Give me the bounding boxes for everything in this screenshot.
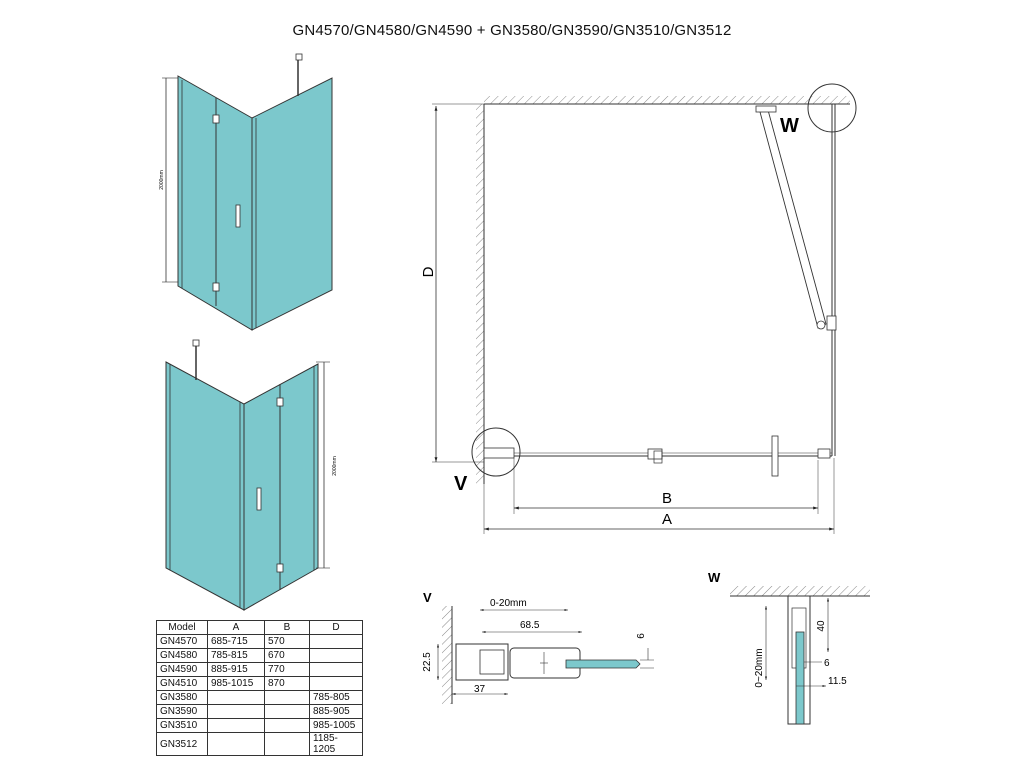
cell-d: 785-805 xyxy=(309,690,363,705)
cell-a: 985-1015 xyxy=(207,676,265,691)
dimension-a-label: A xyxy=(662,511,672,528)
glass-side-panel xyxy=(165,361,245,611)
cell-a xyxy=(207,690,265,705)
cell-b xyxy=(264,704,310,719)
cell-a xyxy=(207,732,265,756)
glass-edge xyxy=(795,631,805,725)
cell-b xyxy=(264,718,310,733)
cell-model: GN4580 xyxy=(156,648,208,663)
detail-v-title: V xyxy=(423,590,432,605)
cell-model: GN3512 xyxy=(156,732,208,756)
plan-view: D W V B A xyxy=(420,83,857,534)
header-b: B xyxy=(264,620,310,635)
cell-b: 570 xyxy=(264,634,310,649)
dim-v-225: 22.5 xyxy=(422,652,433,672)
dim-w-115: 11.5 xyxy=(828,676,847,687)
cell-d xyxy=(309,648,363,663)
dim-w-range: 0~20mm xyxy=(754,648,765,687)
glass-edge xyxy=(565,659,641,669)
dimension-d-label: D xyxy=(420,266,437,277)
glass-side-panel xyxy=(251,77,333,331)
page-title: GN4570/GN4580/GN4590 + GN3580/GN3590/GN3… xyxy=(292,22,732,39)
header-a: A xyxy=(207,620,265,635)
detail-circle-v xyxy=(471,427,521,477)
cell-model: GN3580 xyxy=(156,690,208,705)
isometric-view-top: 2000mm xyxy=(159,53,333,331)
hinge-icon xyxy=(212,282,220,292)
cell-model: GN4510 xyxy=(156,676,208,691)
cell-d xyxy=(309,662,363,677)
cell-model: GN3590 xyxy=(156,704,208,719)
cell-a: 685-715 xyxy=(207,634,265,649)
table-header-row: Model A B D xyxy=(156,620,363,635)
hinge-icon xyxy=(276,563,284,573)
cell-a: 785-815 xyxy=(207,648,265,663)
detail-w-title: W xyxy=(708,570,721,585)
height-label-top: 2000mm xyxy=(159,170,165,189)
detail-circle-w xyxy=(807,83,857,133)
cell-a xyxy=(207,718,265,733)
cell-a xyxy=(207,704,265,719)
detail-w-marker: W xyxy=(780,115,799,137)
cell-a: 885-915 xyxy=(207,662,265,677)
table-row: GN3590 885-905 xyxy=(156,704,363,719)
hinge-icon xyxy=(212,114,220,124)
dim-w-40: 40 xyxy=(816,620,827,632)
isometric-view-bottom: 2000mm xyxy=(165,339,338,611)
detail-v-marker: V xyxy=(454,473,468,495)
cell-b xyxy=(264,732,310,756)
dim-v-37: 37 xyxy=(474,684,486,695)
cell-b: 670 xyxy=(264,648,310,663)
dim-w-6: 6 xyxy=(824,658,830,669)
detail-w: W 40 0~20mm 6 11.5 xyxy=(708,570,870,725)
cell-b xyxy=(264,690,310,705)
height-label-bottom: 2000mm xyxy=(332,456,338,475)
table-row: GN3580 785-805 xyxy=(156,690,363,705)
cell-b: 870 xyxy=(264,676,310,691)
handle-icon xyxy=(235,204,241,228)
dim-v-685: 68.5 xyxy=(520,620,540,631)
cell-d xyxy=(309,676,363,691)
cell-d xyxy=(309,634,363,649)
cell-d: 985-1005 xyxy=(309,718,363,733)
glass-door-panel xyxy=(177,75,253,331)
dim-v-range: 0-20mm xyxy=(490,598,527,609)
table-row: GN3512 1185-1205 xyxy=(156,732,363,756)
hinge-icon xyxy=(276,397,284,407)
cell-b: 770 xyxy=(264,662,310,677)
cell-model: GN4570 xyxy=(156,634,208,649)
dimension-b-label: B xyxy=(662,490,672,507)
cell-d: 1185-1205 xyxy=(309,732,363,756)
handle-icon xyxy=(256,487,262,511)
table-row: GN3510 985-1005 xyxy=(156,718,363,733)
header-model: Model xyxy=(156,620,208,635)
cell-model: GN4590 xyxy=(156,662,208,677)
cell-d: 885-905 xyxy=(309,704,363,719)
header-d: D xyxy=(309,620,363,635)
detail-v: V 0-20mm 68.5 6 22.5 37 xyxy=(422,590,654,704)
dim-v-6: 6 xyxy=(636,633,647,639)
cell-model: GN3510 xyxy=(156,718,208,733)
